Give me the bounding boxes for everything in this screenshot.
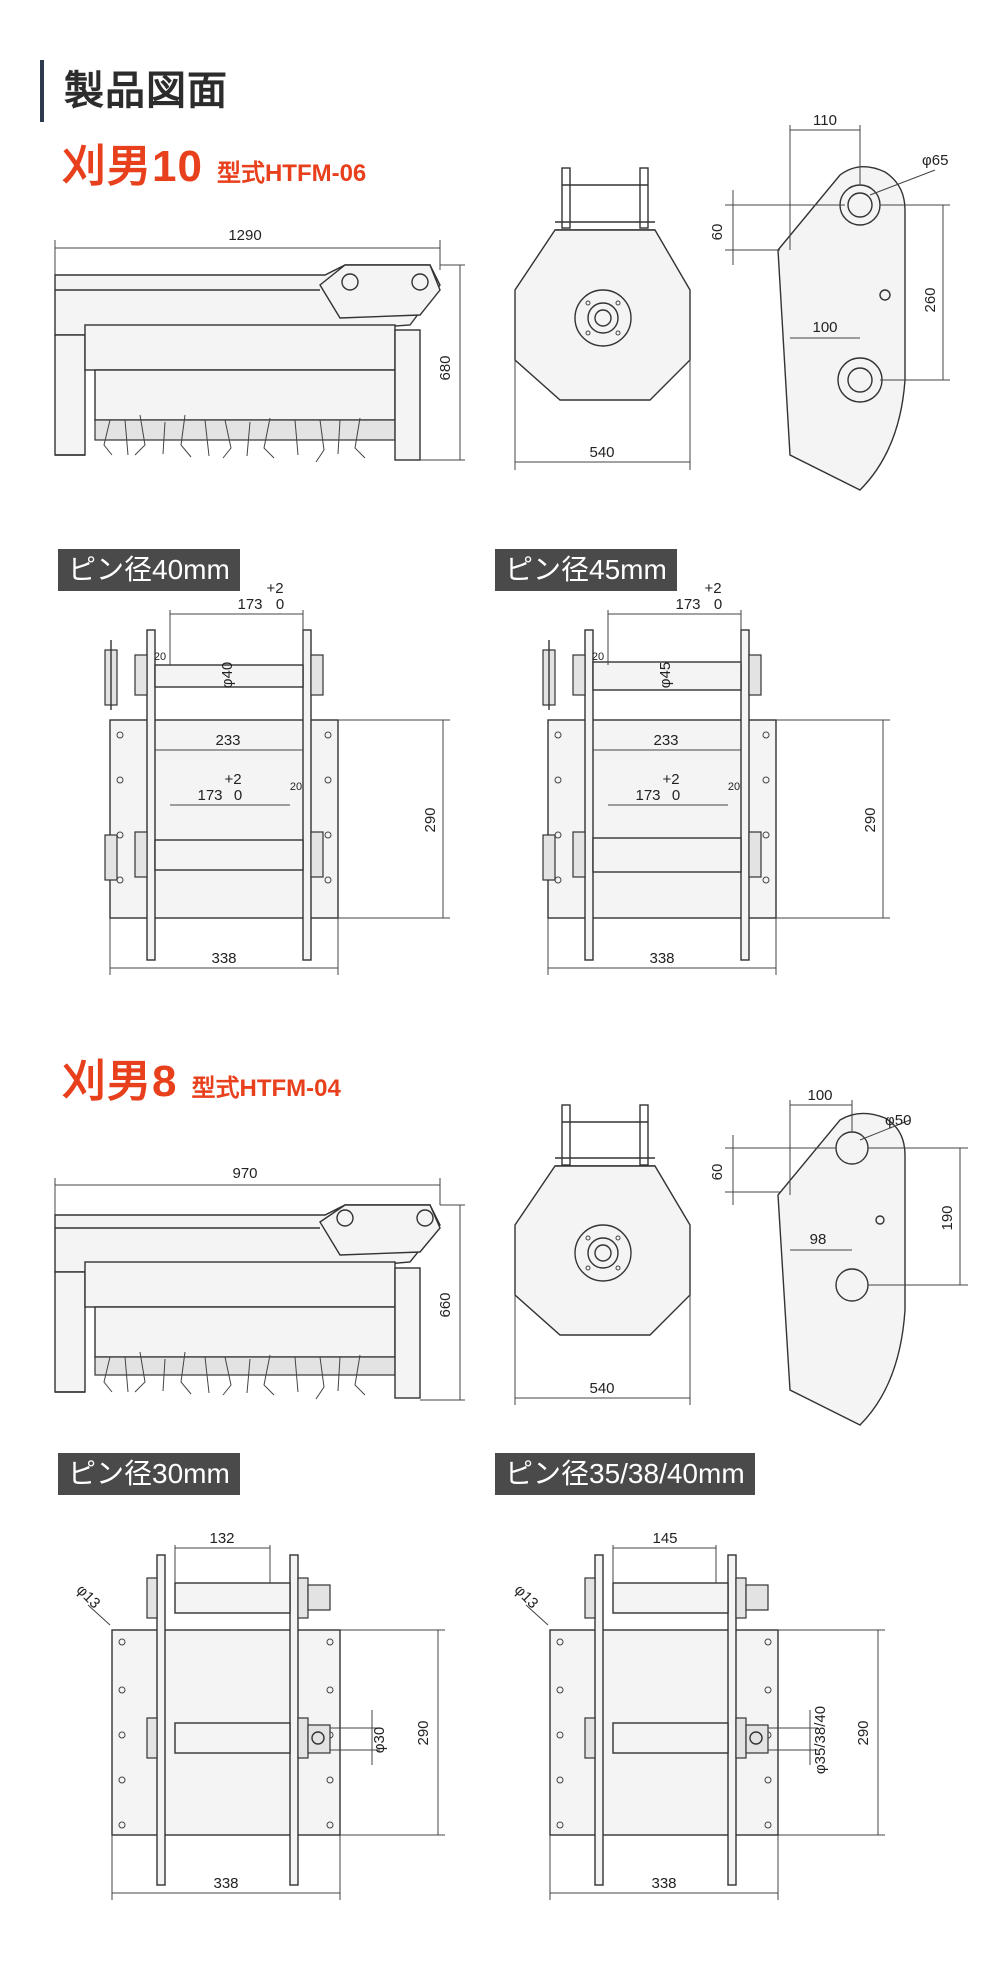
front-view-kario10: 540 — [514, 167, 691, 470]
side-width-label: 970 — [232, 1165, 257, 1182]
pin-label-45: ピン径45mm — [495, 549, 677, 591]
bracket-bottom-offset: 100 — [812, 319, 837, 336]
bracket-vertical-offset: 60 — [709, 224, 726, 241]
bracket-top-offset: 100 — [807, 1087, 832, 1104]
model-type: 型式HTFM-04 — [191, 1075, 341, 1102]
model-name: 刈男8 — [62, 1057, 178, 1106]
pin45-tolerance-lower: 0 — [714, 596, 722, 613]
bracket-vertical-offset: 60 — [709, 1164, 726, 1181]
model-type: 型式HTFM-06 — [216, 160, 367, 187]
bracket-top-offset: 110 — [813, 112, 837, 129]
page-heading: 製品図面 — [40, 60, 228, 122]
pin45-tolerance-upper: +2 — [704, 580, 721, 597]
pin45-lower-tolerance-upper: +2 — [662, 771, 679, 788]
bracket-view-kario10: 110 φ65 60 260 100 — [709, 112, 950, 491]
pin40-lower-tolerance-upper: +2 — [224, 771, 241, 788]
pin40-tolerance-upper: +2 — [266, 580, 283, 597]
pin45-height: 290 — [862, 807, 879, 832]
pin3540-hole-diameter: φ13 — [511, 1581, 542, 1612]
pin30-hole-diameter: φ13 — [73, 1581, 104, 1612]
pin3540-height: 290 — [855, 1720, 872, 1745]
tiller-blades — [103, 1351, 366, 1400]
pin30-base-width: 338 — [213, 1875, 238, 1892]
pin45-lower-gap: 20 — [728, 781, 740, 793]
pin-label-35-38-40: ピン径35/38/40mm — [495, 1453, 755, 1495]
side-view-kario8: 970 660 — [54, 1165, 465, 1401]
pin40-lower-gap: 20 — [290, 781, 302, 793]
pin3540-base-width: 338 — [651, 1875, 676, 1892]
pin40-lower-width: 173 — [197, 787, 222, 804]
pin40-base-width: 338 — [211, 950, 236, 967]
front-view-kario8: 540 — [514, 1104, 691, 1405]
bracket-top-diameter: φ50 — [885, 1112, 911, 1129]
pin-label-40: ピン径40mm — [58, 549, 240, 591]
side-width-label: 1290 — [228, 227, 261, 244]
side-height-label: 680 — [437, 355, 454, 380]
bracket-bottom-offset: 98 — [810, 1231, 827, 1248]
pin3540-top-width: 145 — [652, 1530, 677, 1547]
model-name: 刈男10 — [62, 142, 203, 191]
side-height-label: 660 — [437, 1292, 454, 1317]
pin45-inner-width: 233 — [653, 732, 678, 749]
bracket-view-kario8: 100 φ50 60 190 98 — [709, 1087, 968, 1426]
pin30-top-width: 132 — [209, 1530, 234, 1547]
pin-diagram-35-38-40: 145 φ13 φ35/38/40 290 338 — [511, 1530, 885, 1900]
bracket-top-diameter: φ65 — [922, 152, 948, 169]
pin-diagram-40: 173 +2 0 20 φ40 233 173 +2 0 20 290 338 — [104, 580, 450, 975]
pin40-plate-gap: 20 — [154, 651, 166, 663]
pin40-tolerance-lower: 0 — [276, 596, 284, 613]
pin40-diameter: φ40 — [219, 662, 236, 688]
side-view-kario10: 1290 680 — [54, 227, 465, 463]
front-width-label: 540 — [589, 1380, 614, 1397]
pin45-base-width: 338 — [649, 950, 674, 967]
bracket-hole-spacing: 190 — [939, 1205, 956, 1230]
bracket-hole-spacing: 260 — [922, 287, 939, 312]
model-heading-kario8: 刈男8 型式HTFM-04 — [62, 1045, 341, 1109]
tiller-blades — [103, 414, 366, 463]
pin3540-diameter: φ35/38/40 — [812, 1706, 829, 1774]
pin-label-30: ピン径30mm — [58, 1453, 240, 1495]
pin45-top-width: 173 — [675, 596, 700, 613]
pin-diagram-45: 173 +2 0 20 φ45 233 173 +2 0 20 290 338 — [542, 580, 890, 975]
pin40-height: 290 — [422, 807, 439, 832]
page-title: 製品図面 — [64, 69, 228, 113]
pin40-top-width: 173 — [237, 596, 262, 613]
pin30-height: 290 — [415, 1720, 432, 1745]
pin45-lower-width: 173 — [635, 787, 660, 804]
pin40-inner-width: 233 — [215, 732, 240, 749]
pin30-diameter: φ30 — [371, 1727, 388, 1753]
front-width-label: 540 — [589, 444, 614, 461]
pin45-lower-tolerance-lower: 0 — [672, 787, 680, 804]
pin45-diameter: φ45 — [657, 662, 674, 688]
pin-diagram-30: 132 φ13 φ30 290 338 — [73, 1530, 445, 1900]
pin45-plate-gap: 20 — [592, 651, 604, 663]
pin40-lower-tolerance-lower: 0 — [234, 787, 242, 804]
model-heading-kario10: 刈男10 型式HTFM-06 — [62, 130, 366, 194]
